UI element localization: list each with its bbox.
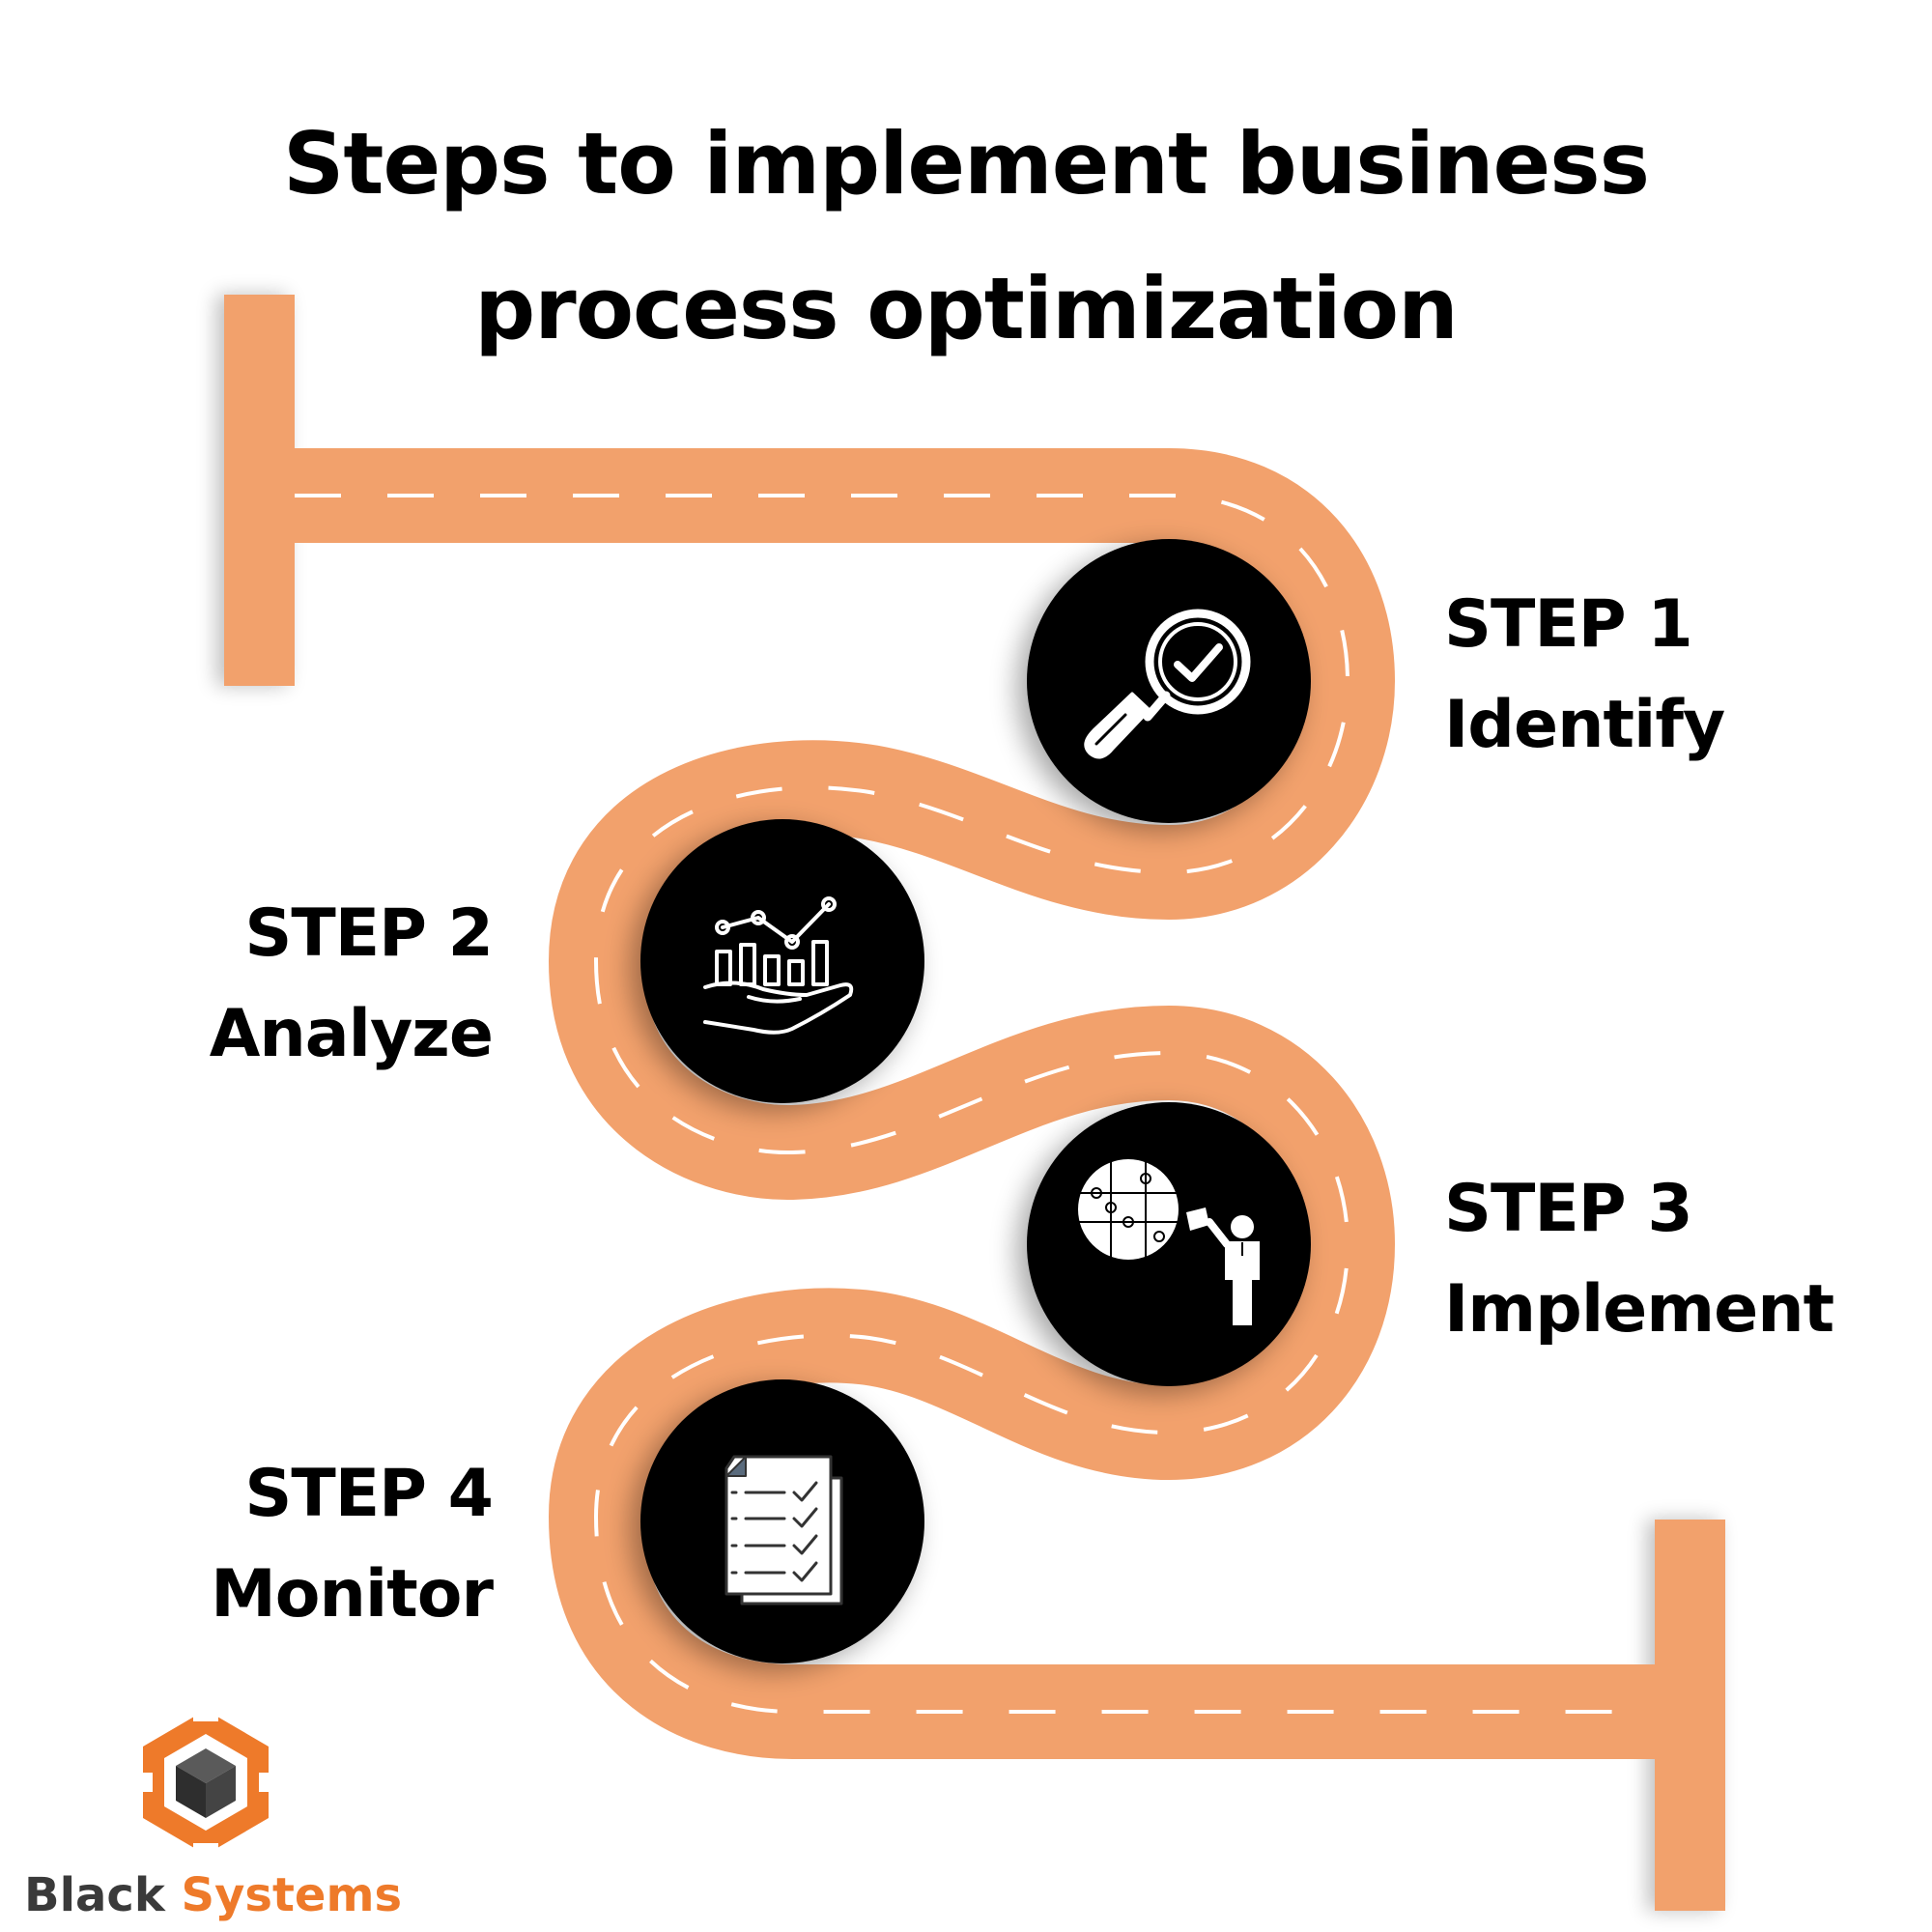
brand-word-black: Black bbox=[24, 1868, 165, 1922]
page-title: Steps to implement business process opti… bbox=[193, 92, 1739, 382]
step-1-name: Identify bbox=[1444, 687, 1725, 763]
brand-wordmark: Black Systems bbox=[24, 1866, 402, 1924]
step-3-circle bbox=[1027, 1102, 1311, 1386]
step-4-label: STEP 4 Monitor bbox=[145, 1444, 494, 1645]
step-2-label: STEP 2 Analyze bbox=[145, 884, 494, 1085]
brand-word-systems: Systems bbox=[181, 1868, 403, 1922]
hexagon-cube-logo-icon bbox=[135, 1700, 276, 1864]
step-2-number: STEP 2 bbox=[244, 895, 494, 972]
step-4-number: STEP 4 bbox=[244, 1456, 494, 1532]
step-4-name: Monitor bbox=[211, 1556, 494, 1633]
step-1-label: STEP 1 Identify bbox=[1444, 575, 1725, 776]
road-centre-line bbox=[295, 494, 1655, 1714]
puzzle-person-icon bbox=[1078, 1159, 1260, 1325]
step-3-name: Implement bbox=[1444, 1271, 1834, 1348]
step-2-circle bbox=[640, 819, 924, 1103]
title-line-2: process optimization bbox=[474, 259, 1459, 358]
growth-chart-hand-icon bbox=[703, 896, 854, 1035]
step-2-name: Analyze bbox=[209, 996, 494, 1072]
title-line-1: Steps to implement business bbox=[283, 114, 1650, 213]
step-1-circle bbox=[1027, 539, 1311, 823]
step-1-number: STEP 1 bbox=[1444, 586, 1693, 663]
checklist-document-icon bbox=[724, 1455, 843, 1605]
step-3-label: STEP 3 Implement bbox=[1444, 1159, 1834, 1360]
magnifier-check-icon bbox=[1084, 609, 1251, 759]
step-3-number: STEP 3 bbox=[1444, 1171, 1693, 1247]
